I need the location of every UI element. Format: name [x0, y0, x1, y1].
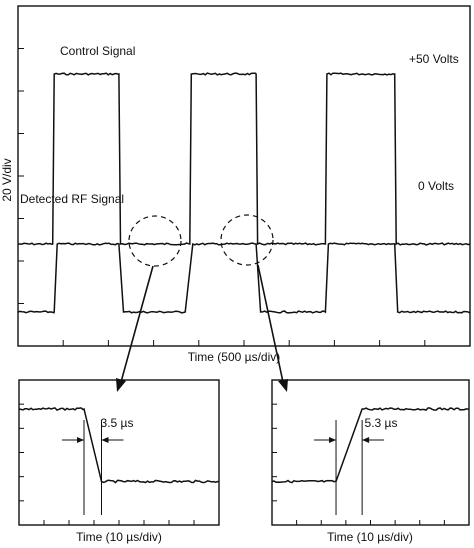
zoom-rise-left-arrow-head	[329, 437, 337, 443]
zoom-fall-width-label: 3.5 µs	[101, 416, 134, 430]
rise-zoom-arrow-line	[257, 264, 284, 383]
zoom-rise-width-label: 5.3 µs	[365, 416, 398, 430]
zoom-fall-right-arrow-head	[101, 437, 109, 443]
zoom-rise-width-markers	[314, 420, 385, 515]
zoom-fall-plot-frame	[18, 379, 220, 526]
zoom-fall-axis-ticks	[19, 403, 195, 525]
y-axis-label: 20 V/div	[0, 158, 14, 201]
zoom-fall-left-arrow-head	[77, 437, 84, 443]
control-signal-trace	[18, 72, 471, 246]
zoom-rise-x-axis-label: Time (10 µs/div)	[327, 530, 413, 544]
zoom-rise-trace	[271, 407, 470, 484]
zoom-fall-trace	[18, 407, 220, 484]
rise-edge-circle	[220, 214, 274, 266]
zoom-rise-trace	[271, 407, 470, 484]
zoom-fall-chart: 3.5 µs Time (10 µs/div)	[18, 379, 220, 544]
rise-zoom-arrow-head	[278, 379, 288, 392]
main-traces	[17, 72, 471, 314]
zoom-rise-chart: 5.3 µs Time (10 µs/div)	[271, 379, 470, 544]
fall-zoom-arrow-line	[120, 265, 154, 383]
main-chart: Control Signal Detected RF Signal +50 Vo…	[0, 5, 471, 392]
control-signal-label: Control Signal	[60, 44, 135, 58]
detected-rf-signal-trace	[17, 242, 471, 314]
zoom-rise-right-arrow-head	[362, 437, 370, 443]
fall-edge-circle	[128, 215, 182, 267]
main-x-axis-label: Time (500 µs/div)	[188, 350, 281, 364]
zero-volts-label: 0 Volts	[418, 179, 454, 193]
zoom-rise-axis-ticks	[272, 403, 445, 525]
zoom-rise-plot-frame	[271, 379, 470, 526]
main-axis-ticks	[18, 48, 426, 346]
plus-50-volts-label: +50 Volts	[409, 52, 459, 66]
fall-zoom-arrow-head	[116, 378, 126, 392]
zoom-fall-width-markers	[62, 420, 124, 515]
detected-rf-signal-label: Detected RF Signal	[20, 192, 124, 206]
zoom-fall-trace	[18, 407, 220, 484]
zoom-fall-x-axis-label: Time (10 µs/div)	[76, 530, 162, 544]
